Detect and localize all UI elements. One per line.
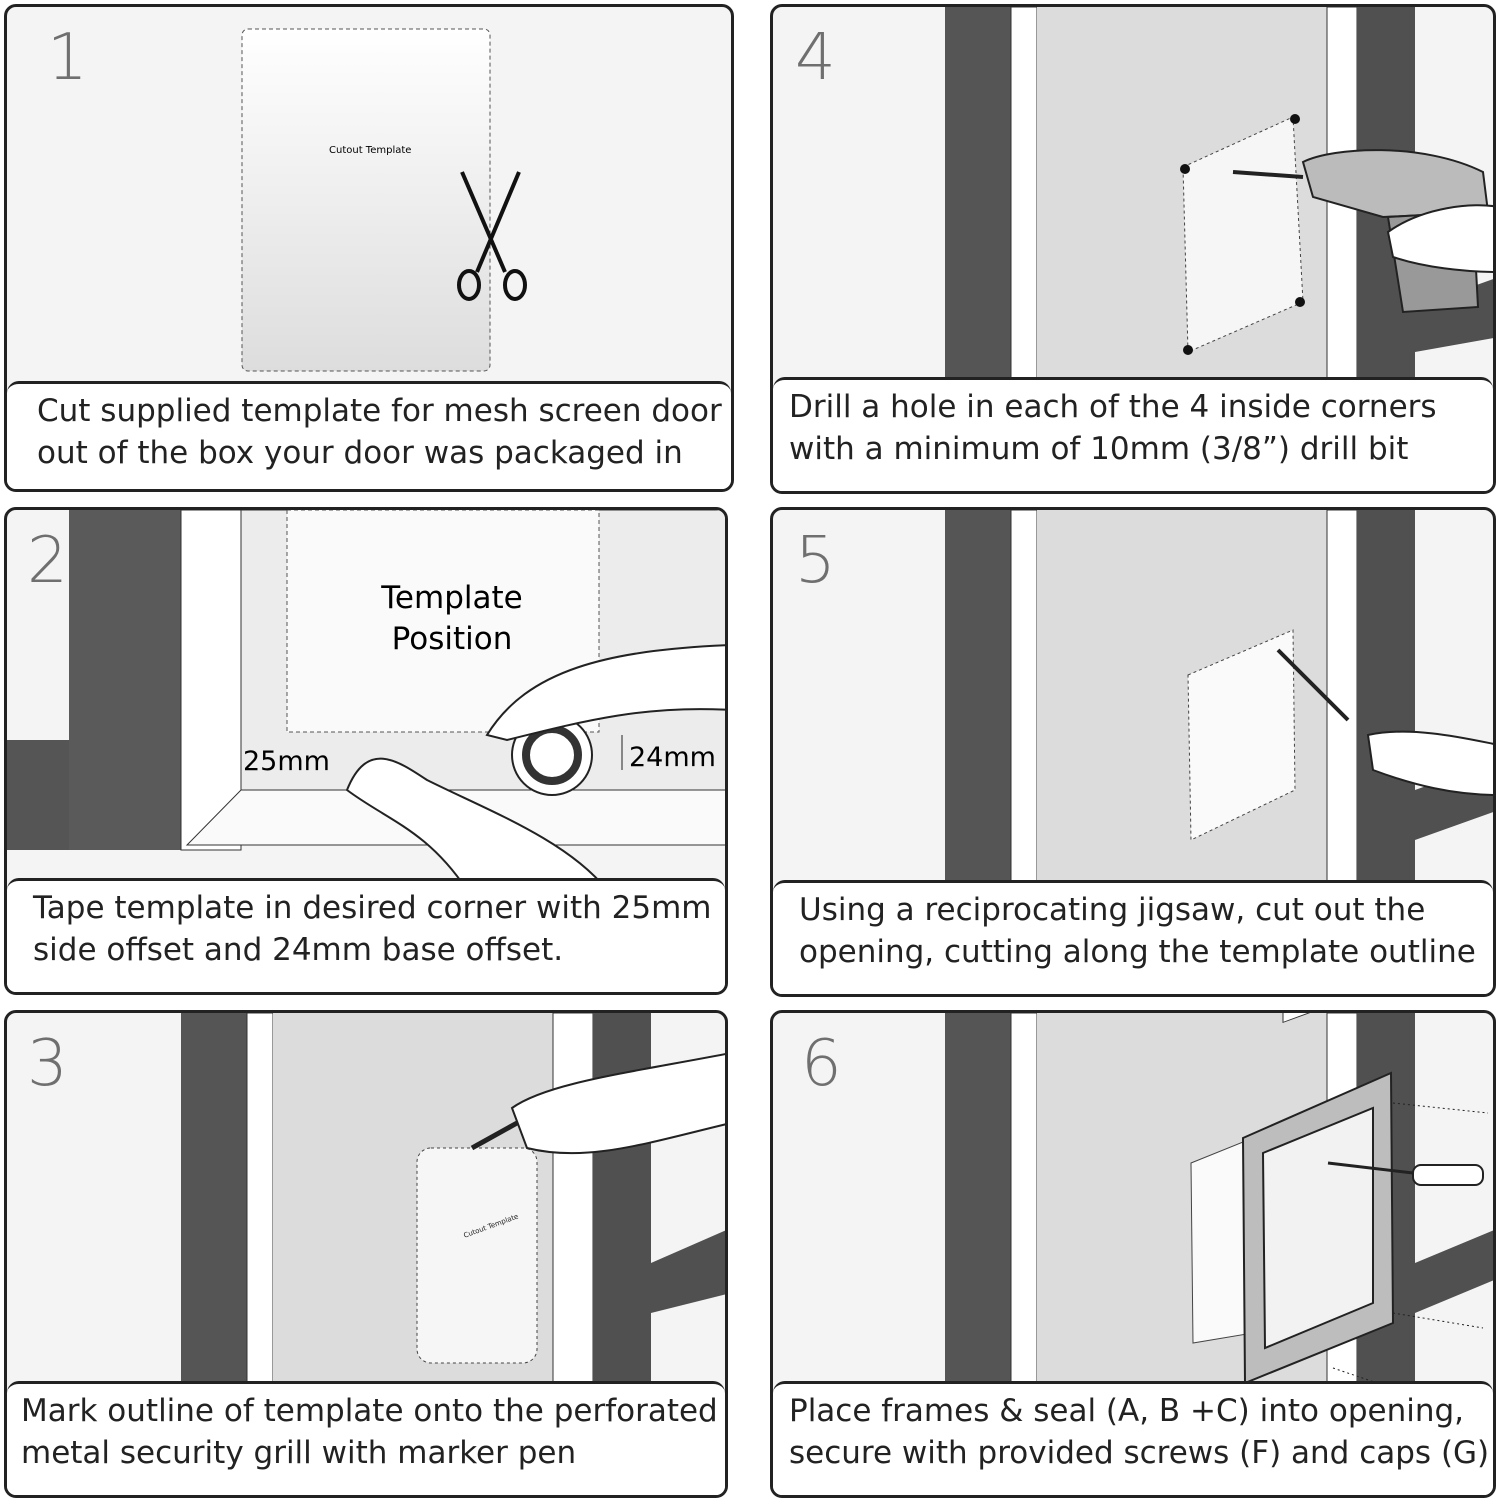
- step-caption: Drill a hole in each of the 4 inside cor…: [773, 377, 1493, 491]
- template-label: Cutout Template: [329, 145, 412, 156]
- template-outline: [1187, 629, 1296, 841]
- tape-template-illustration: [7, 510, 725, 890]
- hand-icon: [1366, 730, 1493, 796]
- step-caption: Tape template in desired corner with 25m…: [7, 878, 725, 992]
- step-caption: Place frames & seal (A, B +C) into openi…: [773, 1381, 1493, 1495]
- install-frame-illustration: [945, 1013, 1493, 1393]
- cut-template-illustration: [241, 28, 527, 372]
- jigsaw-blade-icon: [1276, 648, 1350, 722]
- step-1-panel: Cutout Template 1 Cut supplied template …: [4, 4, 734, 492]
- flap: [1261, 1106, 1374, 1350]
- template-position-label: Template Position: [381, 580, 523, 657]
- hand-icon: [345, 757, 609, 890]
- drill-bit-icon: [1232, 170, 1304, 179]
- tape-roll-icon: [511, 714, 593, 796]
- hand-icon: [485, 644, 725, 742]
- step-5-panel: 5 Using a reciprocating jigsaw, cut out …: [770, 507, 1496, 997]
- step-3-panel: Cutout Template 3 Mark outline of templa…: [4, 1010, 728, 1498]
- step-number: 6: [801, 1027, 842, 1101]
- step-caption: Cut supplied template for mesh screen do…: [7, 381, 731, 489]
- mark-outline-illustration: Cutout Template: [181, 1013, 725, 1393]
- screwdriver-icon: [1327, 1161, 1414, 1175]
- step-number: 5: [795, 524, 836, 598]
- drill-icon: [1301, 149, 1490, 219]
- marker-pen-icon: [470, 1120, 519, 1151]
- step-number: 1: [47, 21, 88, 95]
- step-caption: Mark outline of template onto the perfor…: [7, 1381, 725, 1495]
- base-offset-label: 24mm: [629, 742, 716, 773]
- step-number: 4: [795, 21, 836, 95]
- hand-icon: [1386, 204, 1493, 273]
- step-number: 3: [27, 1027, 68, 1101]
- step-2-panel: Template Position 25mm 24mm 2 Tape templ…: [4, 507, 728, 995]
- step-6-panel: 6 Place frames & seal (A, B +C) into ope…: [770, 1010, 1496, 1498]
- step-caption: Using a reciprocating jigsaw, cut out th…: [773, 880, 1493, 994]
- cutout-template: [241, 28, 491, 372]
- step-number: 2: [27, 524, 68, 598]
- cutout-template: [416, 1147, 538, 1364]
- jigsaw-cut-illustration: [945, 510, 1493, 890]
- side-offset-label: 25mm: [243, 746, 330, 777]
- corner-holes: [1180, 114, 1305, 355]
- step-4-panel: 4 Drill a hole in each of the 4 inside c…: [770, 4, 1496, 494]
- hand-icon: [510, 1053, 725, 1155]
- screws-icon: [1332, 1102, 1489, 1386]
- drill-holes-illustration: [945, 7, 1493, 387]
- scissors-icon: [457, 171, 527, 301]
